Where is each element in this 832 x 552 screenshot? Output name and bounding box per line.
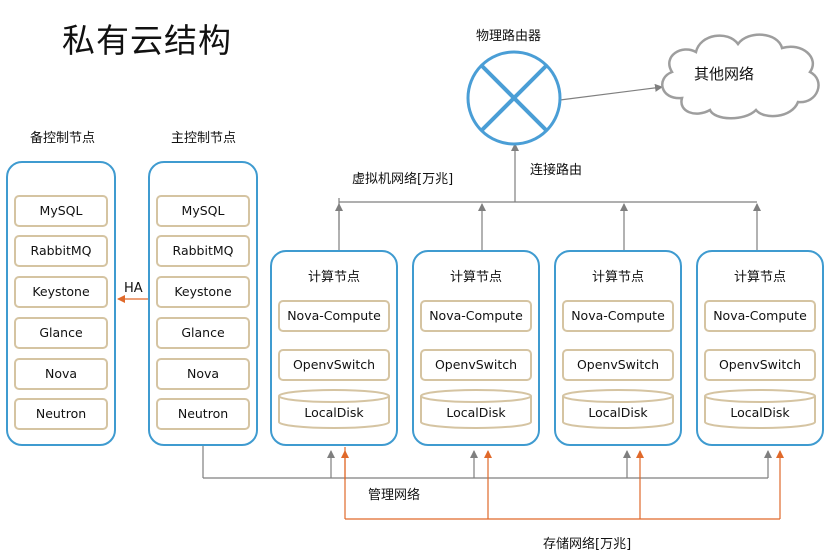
storage-network-label: 存储网络[万兆]	[543, 537, 632, 552]
compute-node-title: 计算节点	[449, 270, 502, 285]
localdisk-cylinder-icon	[278, 389, 390, 429]
service-neutron: Neutron	[14, 398, 108, 430]
main-controller-label: 主控制节点	[171, 131, 237, 146]
localdisk-cylinder-icon	[704, 389, 816, 429]
cloud-label: 其他网络	[694, 65, 755, 83]
service-localdisk: LocalDisk	[446, 405, 506, 420]
main-controller-node: MySQL RabbitMQ Keystone Glance Nova Neut…	[148, 161, 258, 446]
storage-network-lines	[341, 447, 784, 520]
service-nova-compute: Nova-Compute	[704, 300, 816, 332]
mgmt-network-label: 管理网络	[368, 488, 421, 503]
service-glance: Glance	[14, 317, 108, 349]
vm-network-label: 虚拟机网络[万兆]	[352, 172, 454, 187]
service-neutron: Neutron	[156, 398, 250, 430]
connect-router-label: 连接路由	[530, 163, 583, 178]
service-localdisk: LocalDisk	[730, 405, 790, 420]
service-rabbitmq: RabbitMQ	[156, 235, 250, 267]
mgmt-network-lines	[202, 446, 772, 479]
service-keystone: Keystone	[14, 276, 108, 308]
compute-node-title: 计算节点	[307, 270, 360, 285]
service-mysql: MySQL	[156, 195, 250, 227]
service-nova-compute: Nova-Compute	[562, 300, 674, 332]
router-icon	[466, 50, 562, 146]
service-openvswitch: OpenvSwitch	[420, 349, 532, 381]
service-openvswitch: OpenvSwitch	[562, 349, 674, 381]
service-keystone: Keystone	[156, 276, 250, 308]
diagram-title: 私有云结构	[62, 21, 232, 60]
compute-node-1: 计算节点 Nova-Compute OpenvSwitch LocalDisk	[270, 250, 398, 446]
service-mysql: MySQL	[14, 195, 108, 227]
localdisk-cylinder-icon	[562, 389, 674, 429]
backup-controller-node: MySQL RabbitMQ Keystone Glance Nova Neut…	[6, 161, 116, 446]
compute-node-title: 计算节点	[733, 270, 786, 285]
service-openvswitch: OpenvSwitch	[278, 349, 390, 381]
compute-node-title: 计算节点	[591, 270, 644, 285]
service-localdisk: LocalDisk	[588, 405, 648, 420]
service-glance: Glance	[156, 317, 250, 349]
localdisk-cylinder-icon	[420, 389, 532, 429]
router-label: 物理路由器	[476, 29, 542, 44]
ha-label: HA	[124, 281, 143, 296]
compute-node-3: 计算节点 Nova-Compute OpenvSwitch LocalDisk	[554, 250, 682, 446]
service-localdisk: LocalDisk	[304, 405, 364, 420]
service-nova-compute: Nova-Compute	[278, 300, 390, 332]
backup-controller-label: 备控制节点	[30, 131, 96, 146]
service-nova: Nova	[156, 358, 250, 390]
service-rabbitmq: RabbitMQ	[14, 235, 108, 267]
service-nova-compute: Nova-Compute	[420, 300, 532, 332]
compute-node-4: 计算节点 Nova-Compute OpenvSwitch LocalDisk	[696, 250, 824, 446]
service-nova: Nova	[14, 358, 108, 390]
cloud-icon	[661, 33, 820, 120]
service-openvswitch: OpenvSwitch	[704, 349, 816, 381]
compute-node-2: 计算节点 Nova-Compute OpenvSwitch LocalDisk	[412, 250, 540, 446]
vm-network-lines	[335, 83, 761, 250]
